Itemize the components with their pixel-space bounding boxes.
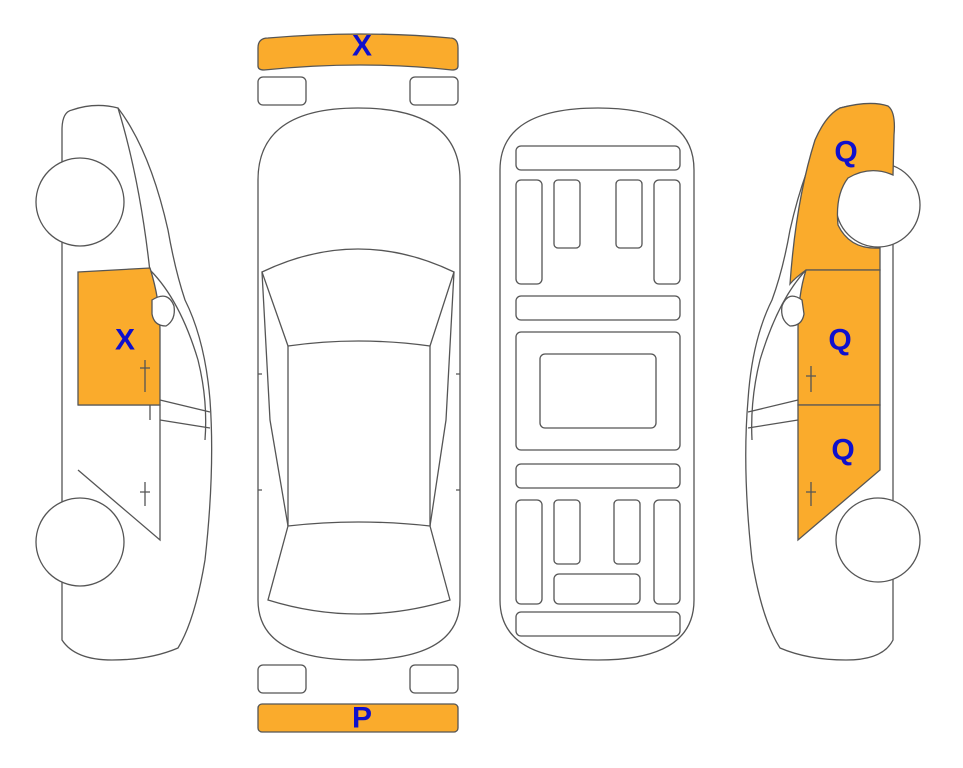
top-view-left-mirror	[258, 373, 262, 491]
underbody-rear-right-inner	[613, 499, 641, 565]
underbody-mid-front-crossmember	[515, 295, 681, 321]
top-view-right-mirror	[456, 373, 460, 491]
underbody-rear-right-rail	[653, 499, 681, 605]
top-view-roof	[287, 346, 431, 526]
right-front-door-code: Q	[828, 324, 851, 357]
top-view: X P	[257, 30, 461, 735]
left-rear-door-handle	[140, 482, 150, 506]
left-rear-wheel	[35, 497, 125, 587]
right-side-a-pillar-line	[751, 269, 807, 441]
underbody-rear-left-rail	[515, 499, 543, 605]
left-side-view: X	[35, 104, 213, 661]
right-rear-door-handle	[806, 482, 816, 506]
left-front-door-code: X	[115, 324, 135, 357]
left-front-door-handle	[140, 360, 150, 392]
right-rear-door-panel[interactable]	[797, 404, 881, 542]
front-right-headlight	[409, 76, 459, 106]
right-front-fender-code: Q	[834, 136, 857, 169]
underbody-front-crossmember	[515, 145, 681, 171]
top-view-left-pillar	[261, 271, 455, 527]
underbody-mid-rear-crossmember	[515, 463, 681, 489]
underbody-front-left-rail	[515, 179, 543, 285]
top-view-rear-window	[267, 521, 451, 615]
right-front-fender-panel[interactable]	[789, 102, 896, 286]
right-rear-wheel	[835, 497, 921, 583]
left-side-sill-line	[159, 399, 211, 429]
left-side-mirror	[151, 295, 175, 327]
top-view-body	[257, 107, 461, 661]
top-view-windshield	[261, 248, 455, 347]
rear-right-taillight	[409, 664, 459, 694]
right-side-sill-line	[747, 399, 799, 429]
rear-bumper-code: P	[352, 702, 372, 735]
rear-bumper-panel[interactable]	[257, 703, 459, 733]
front-left-headlight	[257, 76, 307, 106]
rear-left-taillight	[257, 664, 307, 694]
underbody-rear-crossmember	[515, 611, 681, 637]
underbody-spare-well	[553, 573, 641, 605]
underbody-front-left-inner	[553, 179, 581, 249]
underbody-front-right-rail	[653, 179, 681, 285]
left-front-wheel	[35, 157, 125, 247]
left-side-a-pillar-line	[149, 269, 207, 441]
right-side-view: Q Q Q	[745, 102, 921, 661]
underbody-rear-left-inner	[553, 499, 581, 565]
left-side-window-line	[117, 107, 151, 420]
underbody-front-right-inner	[615, 179, 643, 249]
right-rear-door-code: Q	[831, 434, 854, 467]
front-bumper-panel[interactable]	[257, 33, 459, 71]
underbody-floor-center	[539, 353, 657, 429]
underbody-view	[499, 107, 695, 661]
right-front-door-handle	[806, 366, 816, 392]
front-bumper-code: X	[352, 30, 372, 63]
right-side-mirror	[781, 295, 805, 327]
